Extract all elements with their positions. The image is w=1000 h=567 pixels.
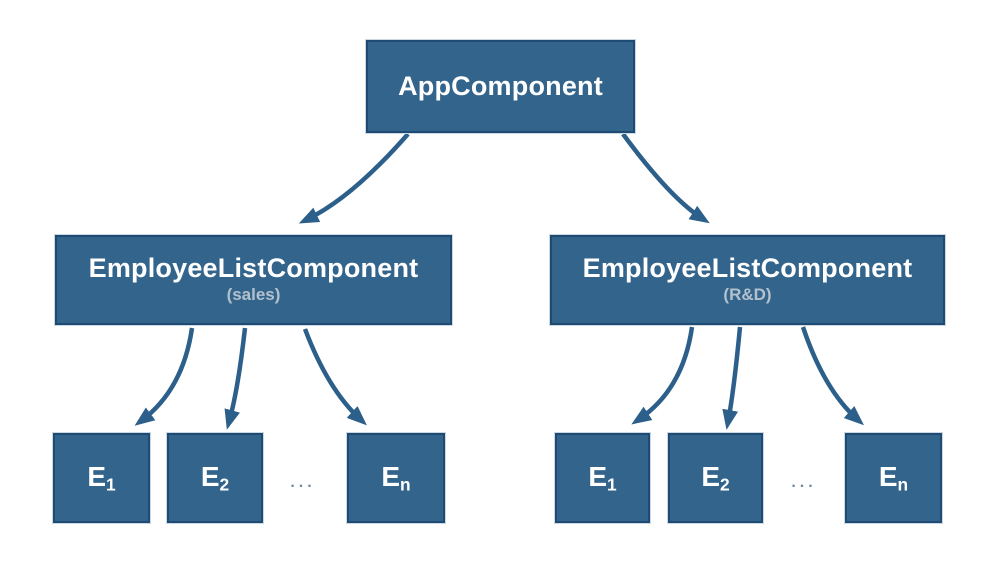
leaf-label: En bbox=[878, 460, 909, 494]
arrow-rd-to-en bbox=[800, 326, 864, 426]
arrow-rd-to-e2 bbox=[722, 326, 743, 430]
node-employee-list-sales: EmployeeListComponent (sales) bbox=[55, 235, 452, 325]
leaf-label: E1 bbox=[588, 460, 617, 494]
arrow-app-to-rd bbox=[621, 132, 710, 224]
ellipsis-sales: ... bbox=[290, 474, 316, 491]
leaf-label: E1 bbox=[87, 460, 116, 494]
arrow-rd-to-e1 bbox=[631, 326, 695, 425]
node-title: EmployeeListComponent bbox=[88, 253, 419, 284]
leaf-employee-sales-2: E2 bbox=[167, 433, 263, 523]
node-employee-list-rd: EmployeeListComponent (R&D) bbox=[550, 235, 945, 325]
leaf-employee-sales-n: En bbox=[347, 433, 445, 523]
leaf-label: E2 bbox=[200, 460, 230, 494]
node-title: EmployeeListComponent bbox=[582, 253, 913, 284]
ellipsis-rd: ... bbox=[791, 474, 817, 491]
arrow-sales-to-en bbox=[302, 328, 367, 426]
leaf-label: E2 bbox=[701, 460, 730, 494]
leaf-employee-rd-1: E1 bbox=[555, 433, 650, 523]
leaf-employee-rd-n: En bbox=[845, 433, 942, 523]
arrow-app-to-sales bbox=[298, 132, 410, 224]
arrow-sales-to-e2 bbox=[224, 327, 248, 430]
leaf-employee-sales-1: E1 bbox=[53, 433, 150, 523]
leaf-employee-rd-2: E2 bbox=[668, 433, 763, 523]
node-subtitle: (R&D) bbox=[723, 285, 772, 305]
arrow-sales-to-e1 bbox=[134, 327, 195, 426]
node-app-component: AppComponent bbox=[366, 40, 635, 133]
node-subtitle: (sales) bbox=[226, 285, 281, 305]
leaf-label: En bbox=[381, 460, 411, 494]
node-title: AppComponent bbox=[398, 70, 603, 101]
